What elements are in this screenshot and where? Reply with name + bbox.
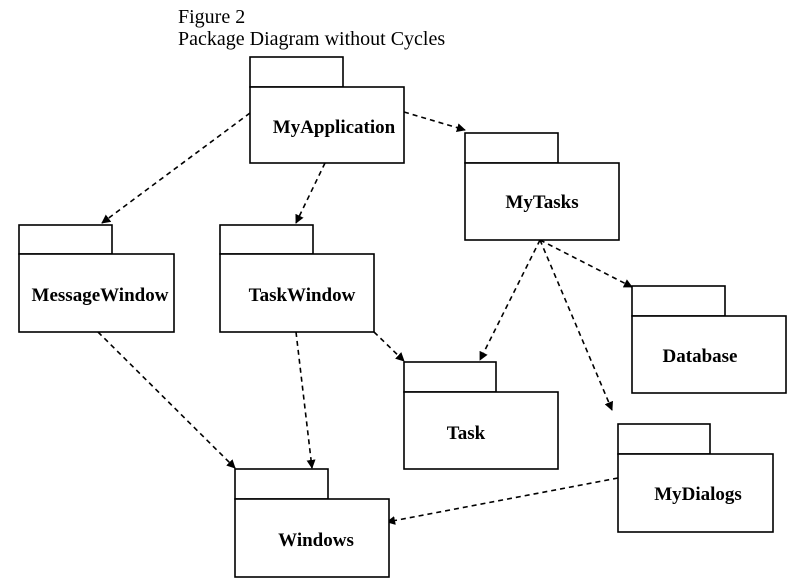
package-tab: [18, 224, 113, 255]
package-label: Task: [447, 423, 486, 444]
package-body: [631, 315, 787, 394]
figure-title: Package Diagram without Cycles: [178, 28, 446, 50]
dep-mytasks-to-database: [539, 239, 633, 288]
package-label: MyDialogs: [654, 484, 742, 505]
package-database[interactable]: Database: [631, 285, 787, 394]
dep-taskwindow-to-windows: [295, 331, 316, 469]
package-label: Windows: [278, 530, 354, 551]
package-mydialogs[interactable]: MyDialogs: [617, 423, 774, 533]
package-label: Database: [663, 346, 738, 367]
package-label: TaskWindow: [249, 285, 356, 306]
package-label: MyApplication: [273, 117, 396, 138]
figure-number: Figure 2: [178, 6, 246, 28]
package-label: MessageWindow: [32, 285, 169, 306]
dep-myapplication-to-taskwindow: [295, 162, 326, 224]
package-body: [219, 253, 375, 333]
package-label: MyTasks: [505, 192, 578, 213]
package-myapplication[interactable]: MyApplication: [249, 56, 405, 164]
package-body: [464, 162, 620, 241]
package-body: [249, 86, 405, 164]
package-body: [403, 391, 559, 470]
dep-mydialogs-to-windows: [386, 477, 619, 525]
package-tab: [249, 56, 344, 88]
package-tab: [631, 285, 726, 317]
package-tab: [464, 132, 559, 164]
package-tab: [219, 224, 314, 255]
package-windows[interactable]: Windows: [234, 468, 390, 578]
dep-myapplication-to-messagewindow: [101, 112, 251, 224]
package-taskwindow[interactable]: TaskWindow: [219, 224, 375, 333]
package-tab: [617, 423, 711, 455]
package-tab: [403, 361, 497, 393]
package-messagewindow[interactable]: MessageWindow: [18, 224, 175, 333]
dep-mytasks-to-mydialogs: [539, 239, 613, 411]
dependency-arrows: [97, 111, 633, 525]
package-task[interactable]: Task: [403, 361, 559, 470]
dep-myapplication-to-mytasks: [403, 111, 466, 133]
package-body: [617, 453, 774, 533]
package-body: [234, 498, 390, 578]
dep-messagewindow-to-windows: [97, 331, 236, 469]
package-tab: [234, 468, 329, 500]
dep-mytasks-to-task: [479, 239, 541, 361]
package-body: [18, 253, 175, 333]
dep-taskwindow-to-task: [373, 331, 405, 362]
package-mytasks[interactable]: MyTasks: [464, 132, 620, 241]
